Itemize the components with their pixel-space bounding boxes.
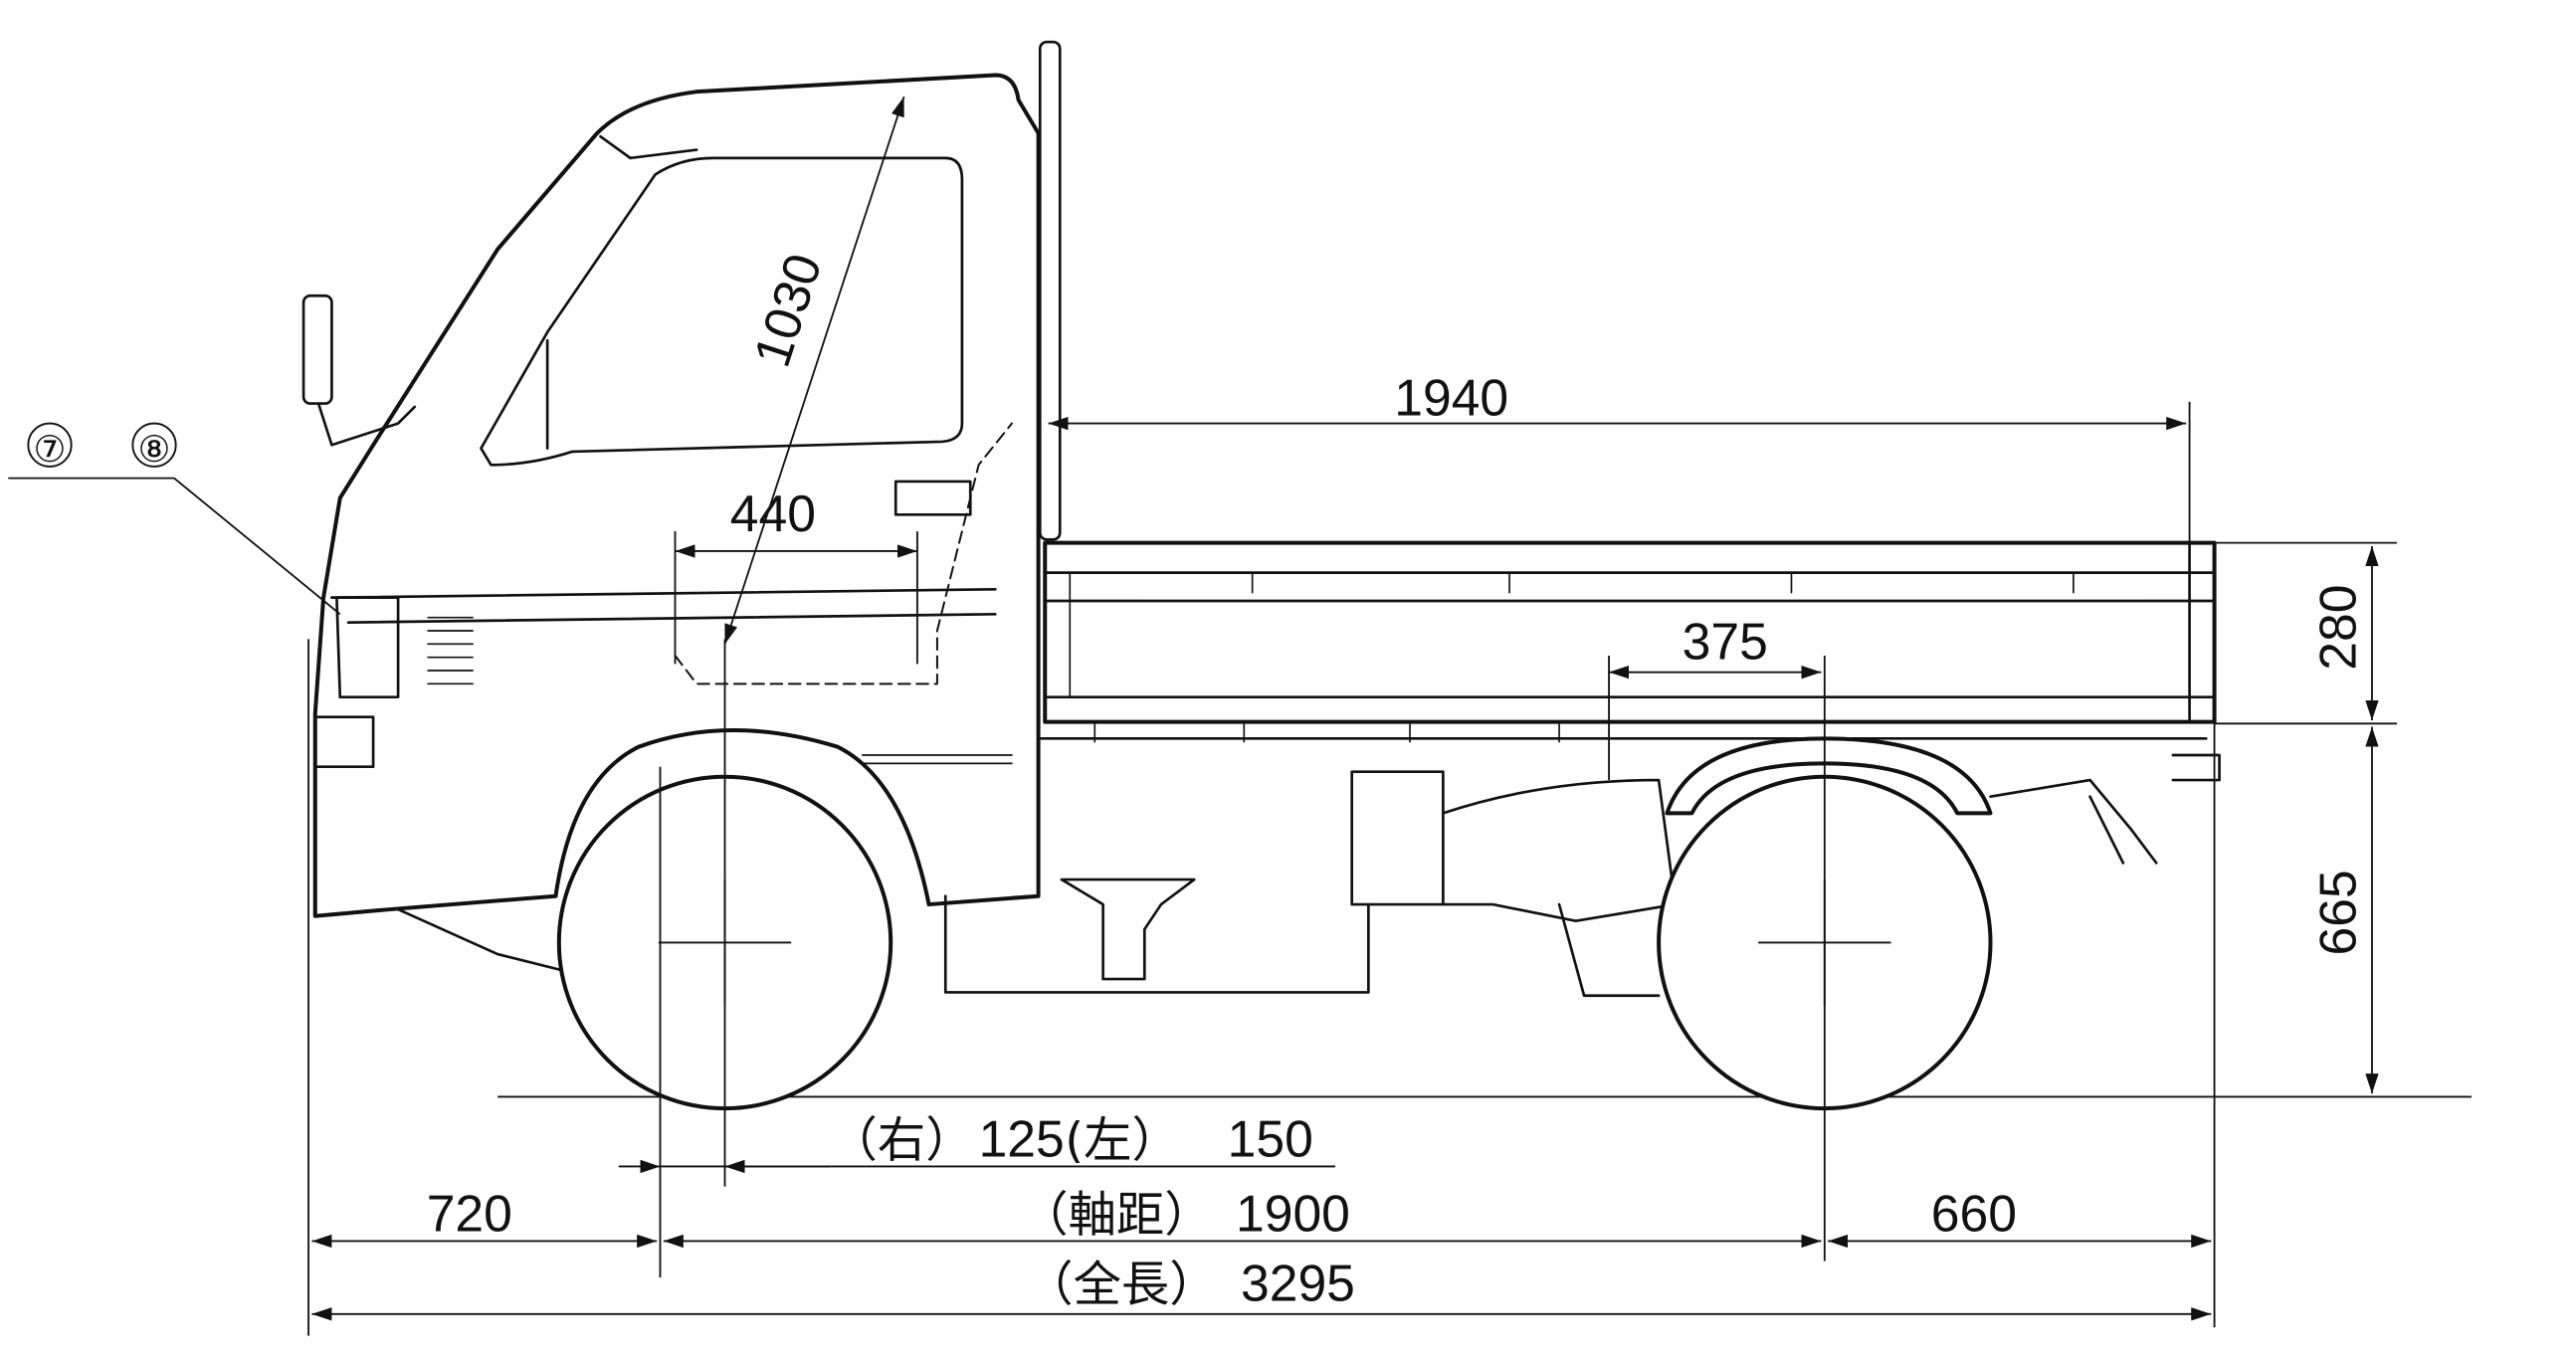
dim-wheelbase-1900: （軸距） 1900 xyxy=(663,1184,1822,1249)
dim-720: 720 xyxy=(311,1184,658,1249)
svg-text:1900: 1900 xyxy=(1236,1184,1350,1242)
dim-total-3295: （全長） 3295 xyxy=(311,1254,2212,1321)
extension-lines xyxy=(307,401,2397,1336)
cab-guard-post xyxy=(1038,40,1062,541)
svg-text:665: 665 xyxy=(2308,870,2366,955)
svg-text:150: 150 xyxy=(1228,1109,1313,1167)
dim-665: 665 xyxy=(2308,726,2379,1094)
dim-280: 280 xyxy=(2308,545,2379,721)
dim-660: 660 xyxy=(1828,1184,2212,1249)
callout-7: ⑦ xyxy=(34,429,67,470)
svg-text:(左）: (左） xyxy=(1065,1112,1180,1168)
dim-1030: 1030 xyxy=(723,96,905,645)
headlamp xyxy=(335,596,400,699)
svg-text:1940: 1940 xyxy=(1394,368,1508,426)
svg-text:（全長）: （全長） xyxy=(1025,1257,1217,1312)
door-handle xyxy=(893,480,972,516)
svg-text:280: 280 xyxy=(2308,585,2366,671)
svg-text:（右）: （右） xyxy=(830,1112,974,1168)
svg-text:440: 440 xyxy=(730,485,816,542)
svg-text:660: 660 xyxy=(1931,1184,2017,1242)
svg-text:125: 125 xyxy=(979,1109,1065,1167)
svg-text:（軸距）: （軸距） xyxy=(1020,1187,1212,1243)
svg-text:375: 375 xyxy=(1683,612,1768,670)
cab xyxy=(312,73,1041,973)
dim-440: 440 xyxy=(675,485,917,558)
dim-375: 375 xyxy=(1609,612,1822,680)
callout-8: ⑧ xyxy=(138,429,171,470)
callout-leader: ⑦ ⑧ xyxy=(8,422,341,616)
svg-text:720: 720 xyxy=(427,1184,512,1242)
chassis xyxy=(943,736,2158,998)
dim-125-150: （右） 125 (左） 150 xyxy=(618,1109,1336,1174)
side-mirror xyxy=(301,293,417,447)
svg-text:3295: 3295 xyxy=(1241,1254,1355,1311)
dim-1940: 1940 xyxy=(1048,368,2187,431)
rear-fender xyxy=(1665,736,1993,816)
cargo-bed xyxy=(1037,540,2221,782)
